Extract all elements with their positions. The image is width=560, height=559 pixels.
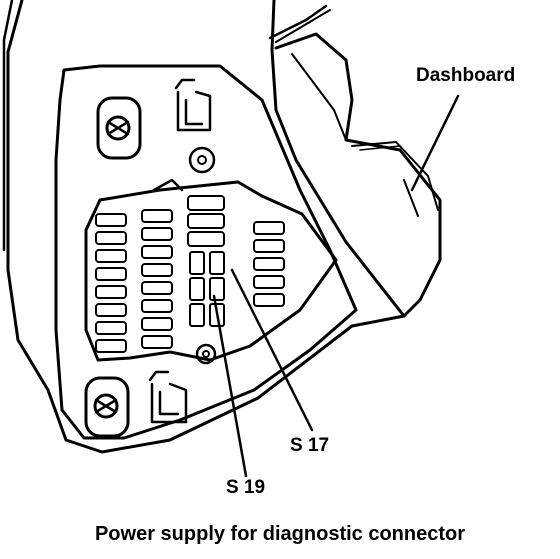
- fuse-box-housing: [6, 0, 406, 454]
- screw-lower: [195, 343, 217, 365]
- clip-bottom: [148, 370, 188, 424]
- leader-s19: [212, 294, 248, 478]
- fuse-panel: [84, 180, 338, 362]
- clip-top: [174, 78, 212, 132]
- fuse-column-1: [95, 213, 127, 353]
- screw-upper: [188, 146, 216, 174]
- fuse-column-4: [253, 221, 285, 307]
- dashboard-panel: [268, 4, 442, 318]
- figure-caption: Power supply for diagnostic connector: [94, 523, 466, 545]
- label-s19: S 19: [226, 477, 266, 498]
- label-dashboard: Dashboard: [416, 65, 516, 86]
- leader-dashboard: [410, 94, 460, 192]
- mounting-screw-top: [96, 96, 142, 160]
- label-s17: S 17: [290, 435, 330, 456]
- fuse-column-3: [187, 195, 225, 327]
- fuse-box-cover: [54, 64, 358, 440]
- mounting-screw-bottom: [84, 376, 130, 438]
- leader-s17: [230, 268, 314, 432]
- fuse-column-2: [141, 209, 173, 349]
